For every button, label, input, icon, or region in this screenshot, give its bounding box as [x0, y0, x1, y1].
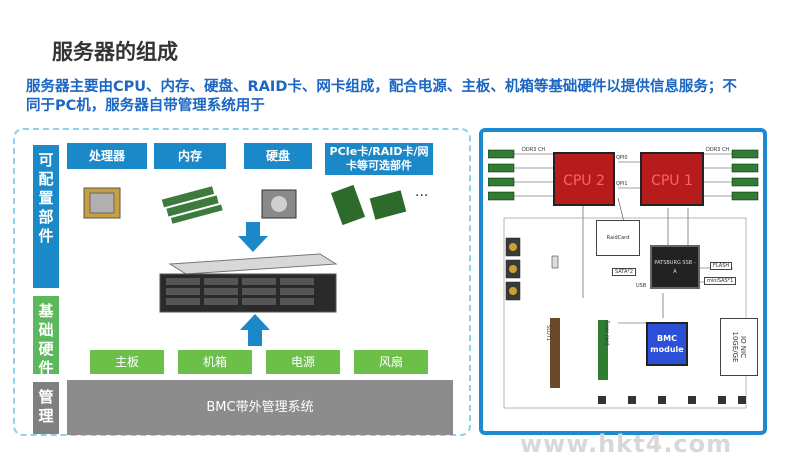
memory-image: [161, 186, 223, 224]
qpi0-label: QPI0: [616, 155, 628, 161]
base-part-mainboard: 主板: [90, 350, 164, 374]
qpi1-label: QPI1: [616, 181, 628, 187]
sata-label: SATA*2: [612, 268, 637, 276]
cpu1-block: CPU 1: [640, 152, 704, 206]
composition-panel: [13, 128, 471, 436]
usb-label: USB: [636, 283, 647, 289]
watermark: www.hkt4.com: [520, 430, 733, 458]
arrow-down-icon: [238, 222, 268, 252]
riser-label: Riser card: [603, 320, 610, 346]
base-part-fan: 风扇: [354, 350, 428, 374]
side-label-base-hardware: 基础硬件: [33, 296, 59, 377]
part-disk: 硬盘: [244, 143, 312, 169]
base-part-chassis: 机箱: [178, 350, 252, 374]
bmc-module-block: BMC module: [646, 322, 688, 366]
part-cpu: 处理器: [67, 143, 147, 169]
more-parts-ellipsis: ···: [415, 188, 429, 204]
raidcard-block: RaidCard: [596, 220, 640, 256]
side-label-management: 管理: [33, 382, 59, 434]
arrow-up-icon: [240, 314, 270, 346]
processor-image: [83, 187, 121, 219]
page-title: 服务器的组成: [52, 40, 178, 64]
pcie-card-image: [330, 184, 407, 226]
flash-label: FLASH: [710, 262, 733, 270]
minisas-label: miniSAS*1: [704, 277, 737, 285]
part-optional-cards: PCIe卡/RAID卡/网卡等可选部件: [325, 143, 433, 175]
side-label-configurable: 可配置部件: [33, 145, 59, 288]
nic-label: IO NIC 10GE/GE: [731, 331, 747, 363]
part-memory: 内存: [154, 143, 226, 169]
server-chassis-image: [159, 253, 338, 313]
page-subtitle: 服务器主要由CPU、内存、硬盘、RAID卡、网卡组成，配合电源、主板、机箱等基础…: [26, 79, 737, 114]
block-diagram-lines: [488, 149, 759, 409]
slot-label: SLOT1: [544, 325, 551, 341]
ddr-label-left: DDR3 CH: [522, 147, 546, 153]
bmc-management-bar: BMC带外管理系统: [67, 380, 453, 435]
component-images: [83, 184, 407, 226]
disk-image: [261, 189, 297, 219]
nic-block: IO NIC 10GE/GE: [720, 318, 758, 376]
base-part-psu: 电源: [266, 350, 340, 374]
cpu2-block: CPU 2: [553, 152, 615, 206]
patsburg-pch-block: PATSBURG SSB - A: [650, 245, 700, 289]
ddr-label-right: DDR3 CH: [706, 147, 730, 153]
